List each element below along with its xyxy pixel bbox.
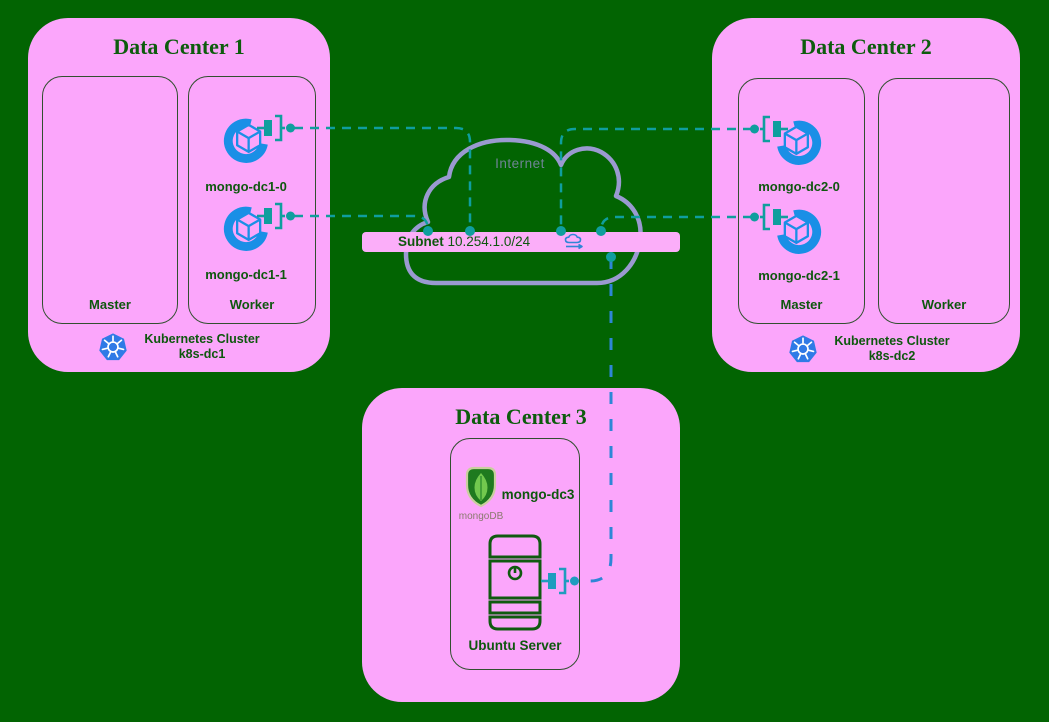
mongodb-brand-text: mongoDB — [458, 511, 504, 522]
host-label: Ubuntu Server — [468, 638, 562, 653]
dc1-worker-label: Worker — [229, 297, 275, 312]
subnet-cloud-icon — [564, 233, 583, 250]
kubernetes-icon — [788, 334, 818, 363]
pod-label: mongo-dc1-1 — [205, 267, 287, 282]
dc2-worker-label: Worker — [921, 297, 967, 312]
server-icon — [488, 534, 542, 631]
subnet-label: Subnet — [398, 234, 444, 249]
db-name-label: mongo-dc3 — [501, 487, 575, 502]
pod-label: mongo-dc1-0 — [205, 179, 287, 194]
dc1-master-label: Master — [89, 297, 131, 312]
pod-label: mongo-dc2-1 — [758, 268, 840, 283]
dc1-cluster-text: Kubernetes Cluster k8s-dc1 — [136, 332, 268, 362]
dc2-worker-node: Worker — [878, 78, 1010, 324]
dc1-master-node: Master — [42, 76, 178, 324]
dc3-server-node: mongoDB mongo-dc3 Ubuntu Server — [450, 438, 580, 670]
dc2-cluster-info: Kubernetes Cluster k8s-dc2 — [788, 334, 958, 364]
internet-label: Internet — [495, 156, 545, 171]
dc1-cluster-info: Kubernetes Cluster k8s-dc1 — [98, 332, 268, 362]
data-center-1: Data Center 1 Master mongo-dc1-0 mongo-d… — [28, 18, 330, 372]
cluster-label: Kubernetes Cluster — [144, 332, 260, 346]
pod-icon — [223, 201, 269, 253]
dc1-worker-node: mongo-dc1-0 mongo-dc1-1 Worker — [188, 76, 316, 324]
cluster-label: Kubernetes Cluster — [834, 334, 950, 348]
cluster-name: k8s-dc2 — [868, 349, 916, 363]
dc1-title: Data Center 1 — [113, 34, 245, 59]
dc2-master-node: mongo-dc2-0 mongo-dc2-1 Master — [738, 78, 865, 324]
cluster-name: k8s-dc1 — [178, 347, 226, 361]
data-center-2: Data Center 2 mongo-dc2-0 mongo-dc2-1 Ma… — [712, 18, 1020, 372]
mongodb-icon — [465, 466, 497, 508]
dc2-master-label: Master — [780, 297, 823, 312]
pod-icon — [776, 115, 822, 167]
kubernetes-icon — [98, 332, 128, 361]
data-center-3: Data Center 3 mongoDB mongo-dc3 Ubun — [362, 388, 680, 702]
dc2-title: Data Center 2 — [800, 34, 932, 59]
internet-cloud-icon — [403, 137, 643, 286]
subnet-bar: Subnet 10.254.1.0/24 — [362, 232, 680, 252]
dc3-title: Data Center 3 — [455, 404, 587, 429]
pod-icon — [776, 204, 822, 256]
pod-icon — [223, 113, 269, 165]
dc2-cluster-text: Kubernetes Cluster k8s-dc2 — [826, 334, 958, 364]
pod-label: mongo-dc2-0 — [758, 179, 840, 194]
subnet-cidr: 10.254.1.0/24 — [447, 234, 531, 249]
